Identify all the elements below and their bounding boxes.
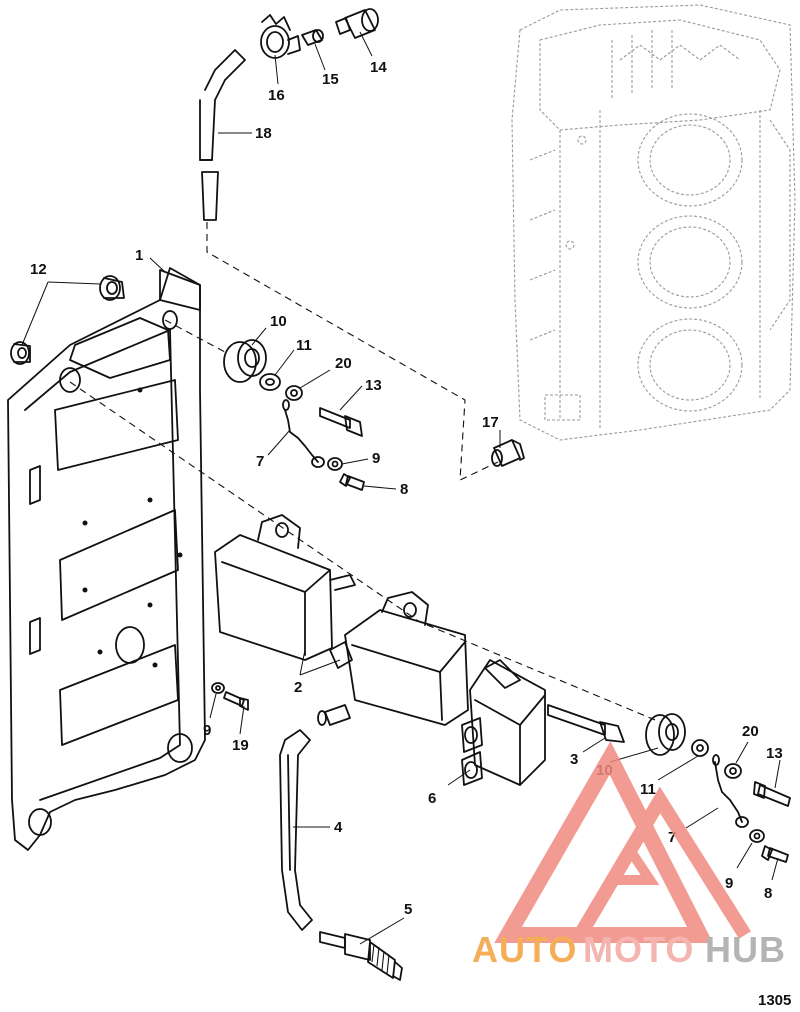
callout-7-lower: 7: [668, 829, 676, 846]
callout-labels: 1 12 18 16 15 14 10 11 20 13 7 9 8 17 2 …: [30, 59, 783, 918]
callout-10-upper: 10: [270, 313, 287, 330]
callout-13-lower: 13: [766, 745, 783, 762]
callout-3: 3: [570, 751, 578, 768]
leader-lines: [21, 31, 781, 945]
callout-9-lower: 9: [725, 875, 733, 892]
callout-2: 2: [294, 679, 302, 696]
callout-6: 6: [428, 790, 436, 807]
screw-19-washer-9: [211, 682, 249, 711]
callout-1: 1: [135, 247, 143, 264]
callout-20-lower: 20: [742, 723, 759, 740]
watermark-triangle-hook: [612, 847, 660, 885]
callout-16: 16: [268, 87, 285, 104]
callout-11-lower: 11: [640, 781, 656, 798]
bolt-3: [547, 704, 625, 743]
ignition-coil-upper: [214, 514, 356, 661]
callout-13-upper: 13: [365, 377, 382, 394]
module-6: [461, 659, 546, 786]
watermark-text-moto: MOTO: [583, 929, 694, 970]
ignition-coil-lower: [317, 591, 469, 726]
spark-plug-5: [319, 931, 403, 981]
callout-14: 14: [370, 59, 387, 76]
mounting-bracket-plate: [7, 267, 206, 851]
connector-14: [335, 8, 379, 39]
callout-9-upper: 9: [372, 450, 380, 467]
callout-12: 12: [30, 261, 47, 278]
grommet-12: [10, 275, 125, 365]
hose-18: [199, 49, 246, 221]
callout-11-upper: 11: [296, 337, 312, 354]
figure-number: 1305: [758, 992, 791, 1009]
callout-8-upper: 8: [400, 481, 408, 498]
callout-20-upper: 20: [335, 355, 352, 372]
callout-9-mid: 9: [203, 722, 211, 739]
clamp-16: [260, 14, 301, 59]
callout-5: 5: [404, 901, 412, 918]
watermark-text-hub: HUB: [705, 929, 786, 970]
watermark-text-auto: AUTO: [472, 929, 577, 970]
assembly-guide-lines: [69, 222, 661, 723]
upper-mount-hardware: [223, 339, 365, 491]
callout-8-lower: 8: [764, 885, 772, 902]
callout-19: 19: [232, 737, 249, 754]
callout-15: 15: [322, 71, 339, 88]
lower-mount-hardware: [645, 713, 791, 863]
watermark-triangle-outer: [494, 741, 714, 943]
watermark-logo: AUTO MOTO HUB: [472, 741, 786, 970]
callout-17: 17: [482, 414, 499, 431]
spark-plug-lead-4: [279, 729, 313, 931]
callout-4: 4: [334, 819, 343, 836]
callout-7-upper: 7: [256, 453, 264, 470]
fitting-17: [491, 439, 525, 467]
watermark-triangle-inner: [573, 786, 751, 939]
engine-block: [511, 4, 796, 441]
fitting-15: [301, 29, 324, 46]
callout-18: 18: [255, 125, 272, 142]
